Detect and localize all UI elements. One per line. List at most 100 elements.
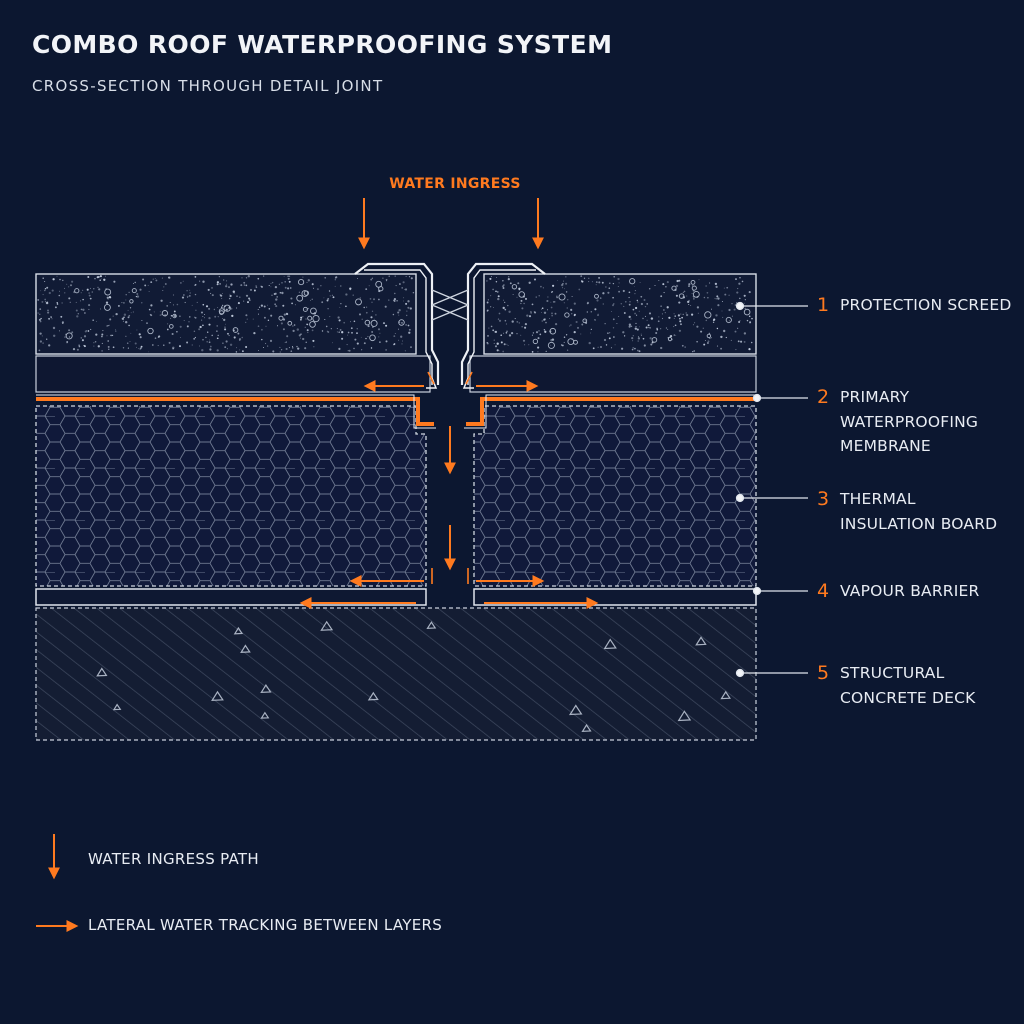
screed-speckle: [506, 330, 508, 332]
screed-speckle: [130, 312, 132, 314]
screed-speckle: [64, 287, 65, 289]
screed-speckle: [44, 281, 46, 282]
screed-speckle: [715, 314, 718, 317]
screed-speckle: [557, 280, 558, 281]
screed-speckle: [497, 318, 500, 320]
callout-number-4: 4: [817, 580, 830, 602]
screed-speckle: [503, 343, 506, 346]
screed-speckle: [53, 334, 56, 337]
screed-speckle: [329, 316, 331, 318]
screed-speckle: [292, 325, 294, 327]
screed-speckle: [71, 331, 74, 334]
screed-speckle: [737, 327, 739, 329]
screed-pebble: [218, 308, 225, 315]
screed-speckle: [42, 294, 44, 296]
screed-speckle: [643, 299, 646, 301]
screed-speckle: [743, 294, 746, 297]
screed-speckle: [101, 350, 103, 352]
screed-speckle: [226, 283, 227, 285]
screed-speckle: [188, 321, 190, 323]
screed-speckle: [56, 275, 58, 277]
screed-speckle: [257, 309, 259, 310]
callout-number-3: 3: [817, 488, 830, 510]
screed-speckle: [279, 351, 281, 353]
screed-speckle: [371, 301, 373, 303]
screed-speckle: [397, 328, 400, 330]
screed-speckle: [603, 338, 607, 342]
screed-speckle: [636, 299, 638, 302]
screed-speckle: [239, 349, 241, 351]
screed-speckle: [518, 289, 520, 291]
screed-speckle: [681, 316, 683, 319]
screed-speckle: [405, 302, 408, 305]
screed-speckle: [717, 297, 720, 300]
screed-speckle: [266, 304, 268, 306]
screed-speckle: [42, 342, 44, 344]
screed-speckle: [166, 305, 169, 307]
screed-speckle: [712, 321, 715, 323]
screed-speckle: [257, 313, 260, 315]
screed-speckle: [588, 341, 591, 345]
screed-speckle: [261, 338, 263, 341]
screed-speckle: [556, 295, 558, 297]
screed-speckle: [502, 287, 505, 289]
concrete-aggregate: [240, 644, 251, 653]
screed-speckle: [354, 338, 357, 341]
screed-speckle: [189, 289, 191, 291]
callout-leaders: [735, 301, 808, 678]
screed-speckle: [398, 339, 400, 341]
screed-speckle: [260, 285, 262, 287]
screed-speckle: [221, 318, 223, 320]
screed-speckle: [639, 326, 640, 328]
screed-speckle: [148, 351, 150, 353]
screed-speckle: [226, 280, 228, 282]
screed-speckle: [493, 342, 495, 344]
screed-speckle: [506, 343, 508, 345]
screed-speckle: [496, 342, 499, 345]
screed-speckle: [62, 279, 64, 282]
screed-speckle: [153, 311, 155, 313]
screed-speckle: [194, 293, 197, 296]
screed-speckle: [406, 314, 408, 317]
screed-speckle: [66, 341, 69, 343]
screed-speckle: [665, 327, 667, 329]
screed-speckle: [610, 310, 613, 313]
screed-speckle: [375, 314, 377, 316]
screed-speckle: [243, 300, 245, 302]
diagram-title: COMBO ROOF WATERPROOFING SYSTEM: [32, 30, 613, 59]
screed-speckle: [728, 294, 730, 296]
screed-speckle: [612, 296, 614, 299]
screed-speckle: [39, 313, 41, 315]
screed-speckle: [398, 309, 401, 312]
screed-speckle: [516, 296, 518, 298]
screed-speckle: [59, 330, 60, 332]
screed-speckle: [634, 290, 636, 292]
legend-lateral-label: LATERAL WATER TRACKING BETWEEN LAYERS: [88, 916, 443, 934]
screed-speckle: [222, 342, 224, 345]
screed-speckle: [688, 303, 690, 306]
screed-speckle: [196, 301, 198, 303]
screed-speckle: [594, 319, 596, 321]
screed-speckle: [225, 340, 228, 343]
screed-speckle: [692, 284, 694, 287]
screed-speckle: [323, 297, 325, 299]
screed-speckle: [520, 299, 523, 302]
concrete-aggregate: [211, 690, 224, 701]
screed-speckle: [81, 339, 84, 342]
screed-speckle: [613, 303, 615, 305]
screed-speckle: [575, 320, 578, 324]
screed-speckle: [356, 328, 358, 330]
screed-speckle: [305, 308, 307, 310]
screed-speckle: [634, 327, 637, 330]
screed-speckle: [656, 327, 658, 330]
screed-speckle: [537, 337, 540, 340]
screed-speckle: [46, 286, 49, 289]
screed-speckle: [537, 351, 539, 353]
screed-speckle: [184, 301, 186, 304]
screed-speckle: [494, 330, 498, 334]
screed-speckle: [106, 335, 108, 337]
screed-speckle: [220, 294, 223, 297]
screed-speckle: [219, 283, 221, 285]
screed-speckle: [245, 277, 248, 279]
screed-speckle: [225, 285, 228, 288]
